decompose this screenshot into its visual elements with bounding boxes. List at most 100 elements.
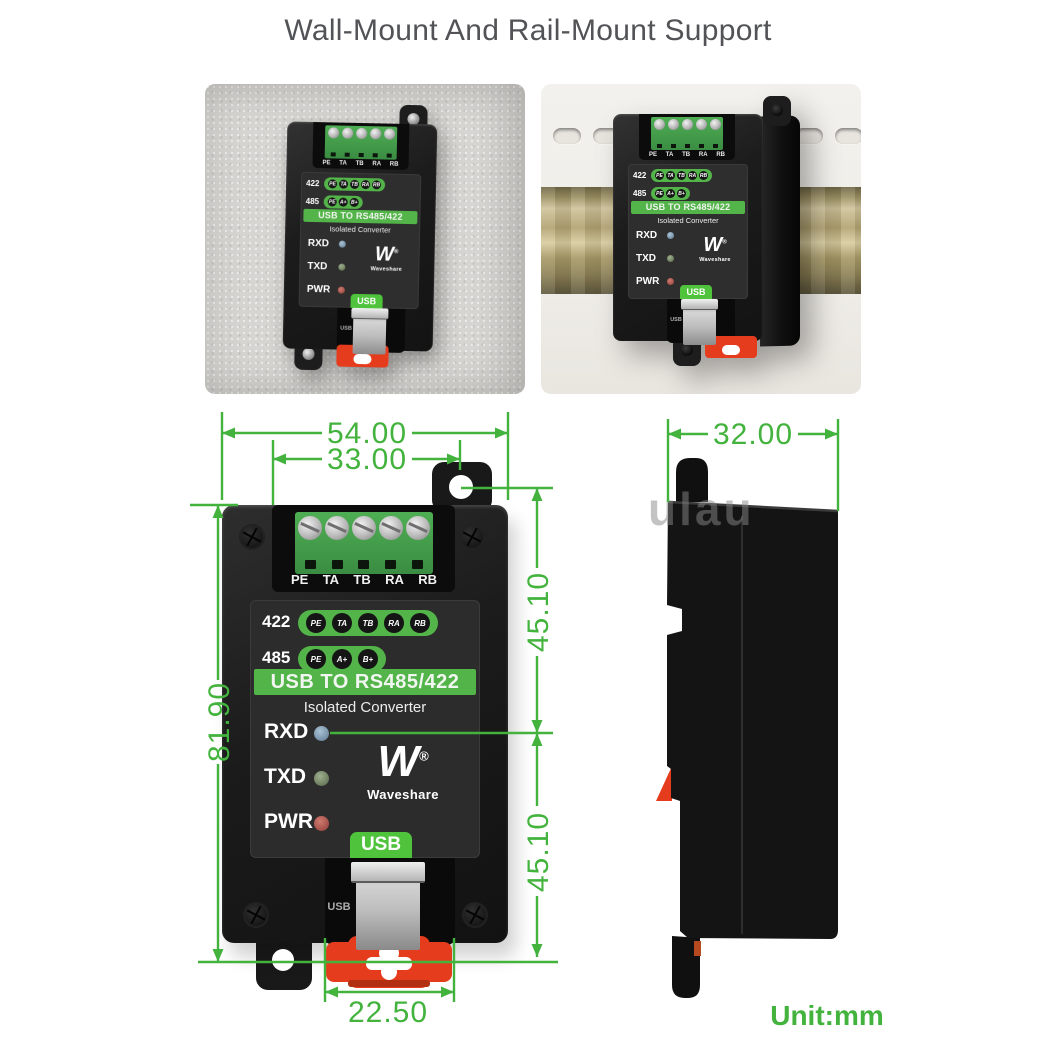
usb-connector-cap <box>681 299 718 310</box>
dim-width-inner: 33.00 <box>327 443 407 476</box>
usb-b-connector <box>681 299 718 345</box>
pin-badge: PE <box>328 179 338 189</box>
terminal-screws <box>326 127 396 140</box>
terminal-screw-icon <box>709 119 721 130</box>
pin-badge: TB <box>358 613 378 633</box>
brand-mark-icon: W® <box>377 736 429 786</box>
brand-name: Waveshare <box>370 265 403 273</box>
led-row-txd: TXD <box>307 261 346 273</box>
wire-slot <box>684 144 690 148</box>
row-422-label: 422 <box>306 178 320 189</box>
pwr-led-icon <box>314 816 329 831</box>
terminal-screws <box>652 119 722 130</box>
terminal-block <box>651 117 723 150</box>
row-422-label: 422 <box>633 171 647 180</box>
terminal-label: RA <box>372 161 382 168</box>
dim-width-outer: 54.00 <box>327 417 407 450</box>
wire-slot <box>304 560 316 569</box>
terminal-screw-icon <box>298 516 323 540</box>
wire-slot <box>344 152 350 157</box>
product-subtitle: Isolated Converter <box>303 699 427 716</box>
usb-port-label: USB <box>670 317 682 323</box>
led-label: PWR <box>306 283 331 296</box>
brand-name: Waveshare <box>699 256 731 263</box>
pin-badge: A+ <box>332 649 352 669</box>
led-label: PWR <box>636 276 660 287</box>
terminal-label: RA <box>385 572 404 587</box>
pin-badge: PE <box>306 649 326 669</box>
dim-height-bottom: 45.10 <box>522 812 555 892</box>
waveshare-logo: W® Waveshare <box>686 232 744 263</box>
terminal-label: PE <box>649 152 658 158</box>
terminal-screw-icon <box>378 516 403 540</box>
usb-port-label: USB <box>327 901 351 913</box>
pin-badge: PE <box>327 197 337 207</box>
unit-label: Unit:mm <box>770 1000 884 1031</box>
terminal-label: RB <box>389 161 399 168</box>
usb-b-connector <box>351 307 389 355</box>
pin-badge: A+ <box>338 197 348 207</box>
led-label: RXD <box>307 237 330 250</box>
clip-shade <box>348 980 430 987</box>
case-screw-icon <box>459 524 485 550</box>
usb-connector-cap <box>351 307 389 320</box>
led-row-rxd: RXD <box>308 238 346 250</box>
terminal-label: TB <box>682 152 691 158</box>
terminal-screw-icon <box>653 119 665 130</box>
pin-badge: TA <box>666 171 675 180</box>
wire-slot <box>386 153 392 158</box>
rxd-led-icon <box>338 240 346 248</box>
product-subtitle: Isolated Converter <box>657 216 719 225</box>
brand-mark-icon: W® <box>374 242 399 266</box>
terminal-slots <box>297 560 431 569</box>
case-screw-icon <box>239 524 265 550</box>
watermark: ulau <box>648 483 755 535</box>
terminal-label: PE <box>322 160 331 167</box>
pwr-led-icon <box>667 278 674 285</box>
usb-tab: USB <box>680 285 712 299</box>
led-label: PWR <box>264 810 313 833</box>
terminal-label: TB <box>355 160 364 168</box>
wire-slot <box>385 560 397 569</box>
pin-badge: B+ <box>349 197 359 207</box>
txd-led-icon <box>667 255 674 262</box>
wire-slot <box>656 144 662 148</box>
mount-ear <box>673 336 701 366</box>
pin-badge: PE <box>306 613 326 633</box>
ear-hole-icon <box>449 475 473 499</box>
wire-slot <box>358 152 364 158</box>
product-subtitle: Isolated Converter <box>329 224 391 235</box>
led-row-pwr: PWR <box>636 276 674 287</box>
pin-badge: RA <box>384 613 404 633</box>
wire-slot <box>412 560 424 569</box>
pin-badge: RB <box>371 180 382 190</box>
usb-connector-cap <box>351 862 425 883</box>
terminal-screw-icon <box>405 516 430 540</box>
txd-led-icon <box>314 771 329 786</box>
terminal-label: TA <box>339 160 347 167</box>
wire-slot <box>330 152 336 157</box>
waveshare-logo: W® Waveshare <box>357 241 416 273</box>
clip-sliver <box>694 941 701 956</box>
terminal-label: TA <box>322 572 340 587</box>
terminal-screws <box>297 516 431 540</box>
terminal-screw-icon <box>667 119 679 130</box>
side-top-hook <box>676 458 708 502</box>
terminal-screw-icon <box>327 127 339 139</box>
pwr-led-icon <box>337 286 345 294</box>
rxd-led-icon <box>314 726 329 741</box>
rail-slot <box>835 128 861 144</box>
pin-badge: RA <box>360 180 371 190</box>
terminal-label: TA <box>665 152 674 158</box>
